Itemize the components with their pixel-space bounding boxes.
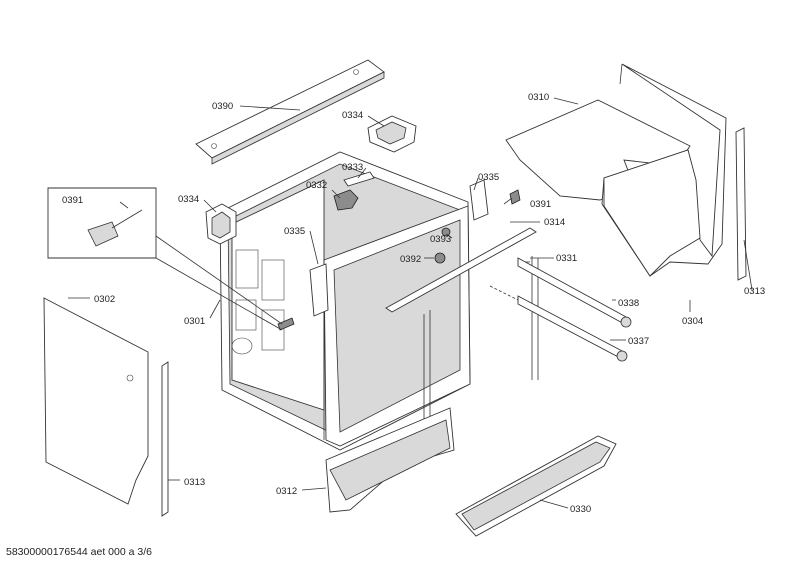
label-0334-left: 0334 xyxy=(178,194,199,205)
bracket-0335-right xyxy=(469,179,489,221)
fastener-0392 xyxy=(434,252,446,264)
leader-lines xyxy=(68,97,753,509)
label-0312: 0312 xyxy=(276,486,297,497)
detail-box-0391 xyxy=(47,187,283,331)
label-0392: 0392 xyxy=(400,254,421,265)
label-0310: 0310 xyxy=(528,92,549,103)
base-front-0312 xyxy=(325,407,455,513)
document-footer-id: 58300000176544 aet 000 a 3/6 xyxy=(6,546,152,558)
bracket-0334-left xyxy=(205,203,237,245)
label-0333: 0333 xyxy=(342,162,363,173)
rod-0337 xyxy=(517,295,628,362)
label-0391-detail: 0391 xyxy=(62,195,83,206)
side-panel-0302 xyxy=(43,297,149,505)
rod-0338 xyxy=(517,257,632,328)
label-0301: 0301 xyxy=(184,316,205,327)
fastener-0393 xyxy=(441,227,451,237)
label-0391-right: 0391 xyxy=(530,199,551,210)
label-0330: 0330 xyxy=(570,504,591,515)
base-tray-0330 xyxy=(455,435,617,537)
label-0335-left: 0335 xyxy=(284,226,305,237)
bracket-0334-top xyxy=(367,115,417,153)
label-0331: 0331 xyxy=(556,253,577,264)
callout-labels: 0390 0334 0310 0333 0332 0335 0391 0391 … xyxy=(62,92,765,515)
side-panel-0304 xyxy=(601,63,727,277)
label-0332: 0332 xyxy=(306,180,327,191)
label-0334-top: 0334 xyxy=(342,110,363,121)
detent-0333 xyxy=(343,171,375,187)
label-0393: 0393 xyxy=(430,234,451,245)
tub-body-0301 xyxy=(219,151,471,451)
label-0335-right: 0335 xyxy=(478,172,499,183)
label-0313-right: 0313 xyxy=(744,286,765,297)
label-0338: 0338 xyxy=(618,298,639,309)
bracket-0335-left xyxy=(309,263,329,317)
label-0313-left: 0313 xyxy=(184,477,205,488)
hinge-0332 xyxy=(333,189,359,211)
edge-strip-0313-left xyxy=(161,361,169,517)
label-0390: 0390 xyxy=(212,101,233,112)
screw-left-tub xyxy=(277,317,295,331)
label-0314: 0314 xyxy=(544,217,565,228)
fastener-0391-right xyxy=(509,189,521,205)
label-0302: 0302 xyxy=(94,294,115,305)
edge-strip-0313-right xyxy=(735,127,747,281)
label-0337: 0337 xyxy=(628,336,649,347)
label-0304: 0304 xyxy=(682,316,703,327)
